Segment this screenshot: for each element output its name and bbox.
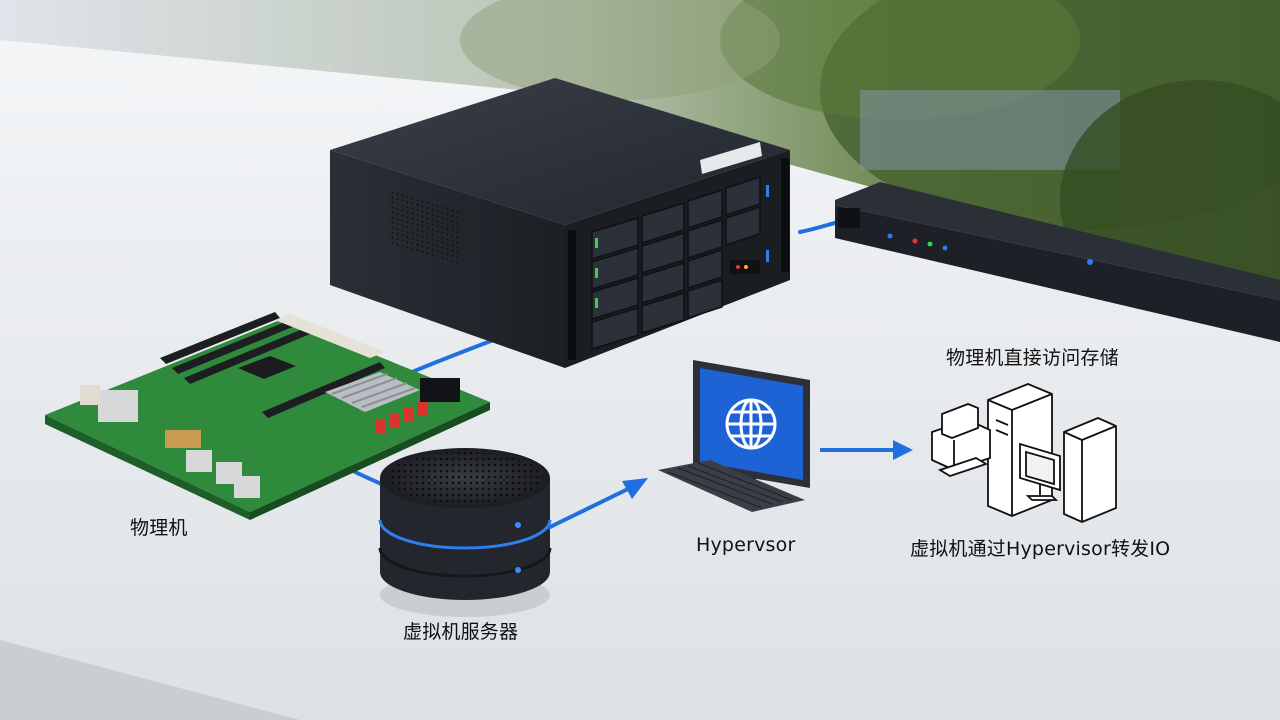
physical-machine-label: 物理机 xyxy=(130,517,188,539)
flow-arrows xyxy=(547,440,913,530)
motherboard xyxy=(45,312,490,520)
network-switch xyxy=(835,182,1280,342)
vm-forward-io-label: 虚拟机通过Hypervisor转发IO xyxy=(910,538,1171,560)
globe-icon xyxy=(725,398,777,450)
vm-server-label: 虚拟机服务器 xyxy=(403,621,519,643)
computer-tower-icon xyxy=(931,383,1117,523)
vm-server-device xyxy=(378,448,552,617)
hypervisor-computer xyxy=(658,360,810,512)
direct-access-label: 物理机直接访问存储 xyxy=(946,347,1119,369)
hypervisor-label: Hypervsor xyxy=(696,534,796,556)
server-chassis xyxy=(330,78,790,368)
